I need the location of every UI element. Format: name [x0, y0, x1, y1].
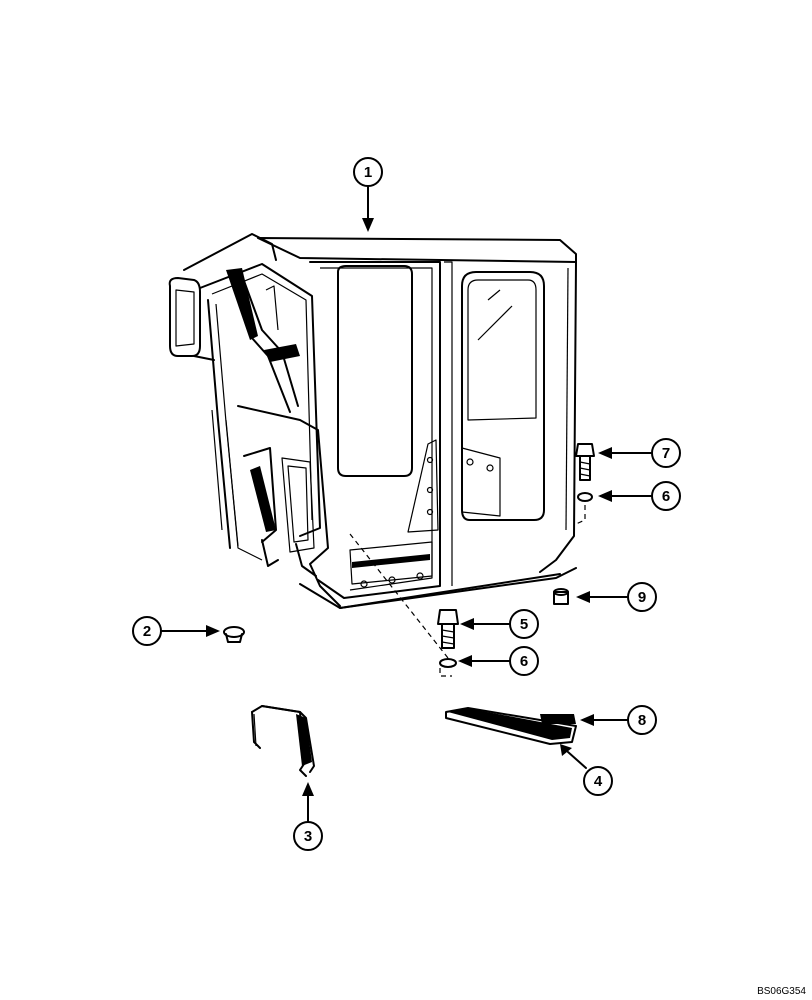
svg-text:3: 3	[304, 828, 312, 845]
svg-text:6: 6	[520, 653, 528, 670]
svg-text:6: 6	[662, 488, 670, 505]
svg-text:2: 2	[143, 623, 151, 640]
leader-lines	[159, 185, 653, 823]
svg-text:8: 8	[638, 712, 646, 729]
reference-code: BS06G354	[757, 986, 806, 997]
callout-8: 8	[627, 705, 657, 735]
callout-9: 9	[627, 582, 657, 612]
callout-2: 2	[132, 616, 162, 646]
svg-text:5: 5	[520, 616, 528, 633]
callout-6a: 6	[509, 646, 539, 676]
svg-text:1: 1	[364, 164, 372, 181]
callout-1: 1	[353, 157, 383, 187]
svg-text:4: 4	[594, 773, 603, 790]
callout-4: 4	[583, 766, 613, 796]
nut-part	[553, 588, 569, 605]
bolt-part-upper	[575, 443, 595, 525]
step-part	[445, 707, 577, 745]
svg-text:9: 9	[638, 589, 646, 606]
callout-5: 5	[509, 609, 539, 639]
cab-assembly	[168, 233, 577, 609]
callout-6b: 6	[651, 481, 681, 511]
bracket-part	[251, 705, 315, 777]
plug-part	[223, 626, 245, 643]
bolt-part-lower	[349, 533, 459, 677]
svg-text:7: 7	[662, 445, 670, 462]
callout-3: 3	[293, 821, 323, 851]
callout-7: 7	[651, 438, 681, 468]
